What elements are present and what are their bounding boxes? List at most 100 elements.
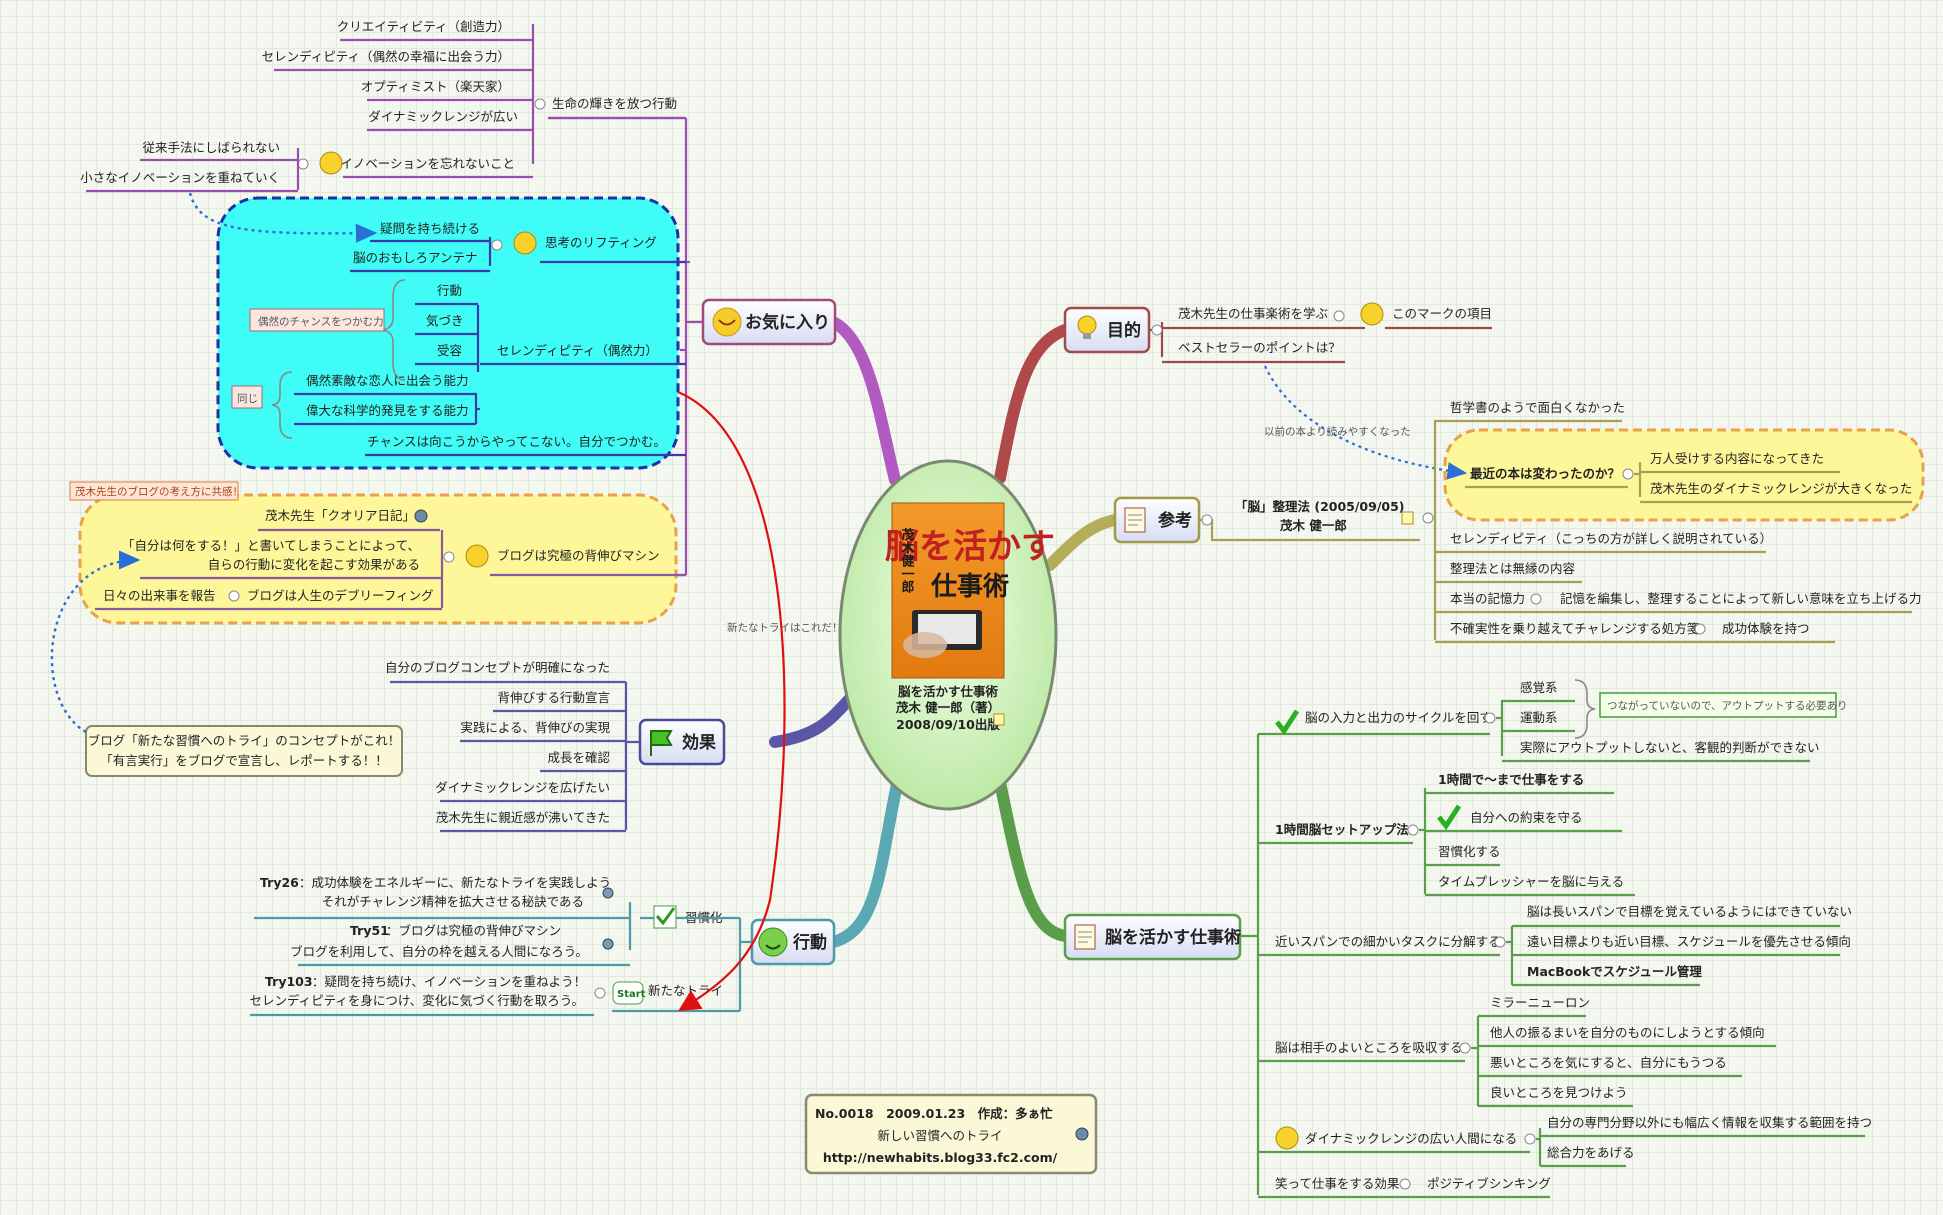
node-mark[interactable]: このマークの項目 [1392, 306, 1492, 321]
branch-okiniiri-label: お気に入り [745, 312, 830, 333]
node-seiri-1[interactable]: 「脳」整理法 (2005/09/05) [1235, 499, 1405, 514]
chikai-item[interactable]: 遠い目標よりも近い目標、スケジュールを優先させる傾向 [1527, 934, 1851, 949]
setup-item[interactable]: 習慣化する [1438, 844, 1501, 859]
dynamic-item[interactable]: 自分の専門分野以外にも幅広く情報を収集する範囲を持つ [1547, 1115, 1872, 1130]
seimei-item[interactable]: クリエイティビティ（創造力） [337, 19, 510, 34]
node-dynamic[interactable]: ダイナミックレンジの広い人間になる [1305, 1131, 1517, 1146]
cycle-item[interactable]: 実際にアウトプットしないと、客観的判断ができない [1520, 740, 1820, 755]
blog-note-1[interactable]: 「自分は何をする！」と書いてしまうことによって、 [122, 538, 420, 553]
kouka-curve [769, 684, 864, 748]
node-hibi[interactable]: 日々の出来事を報告 [103, 588, 216, 603]
onaji-item[interactable]: 偶然素敵な恋人に出会う能力 [306, 373, 469, 388]
kouka-item[interactable]: 茂木先生に親近感が沸いてきた [436, 810, 610, 825]
kouka-item[interactable]: 自分のブログコンセプトが明確になった [385, 660, 610, 675]
seren-item[interactable]: 行動 [437, 283, 462, 298]
setup-item[interactable]: 自分への約束を守る [1470, 810, 1583, 825]
aite-item[interactable]: 良いところを見つけよう [1490, 1085, 1628, 1100]
kouka-item[interactable]: ダイナミックレンジを広げたい [435, 780, 610, 795]
kouka-item[interactable]: 背伸びする行動宣言 [497, 690, 610, 705]
node-seren[interactable]: セレンディピティ（こっちの方が詳しく説明されている） [1450, 531, 1772, 546]
kouka-callout[interactable] [85, 725, 403, 777]
node-positive[interactable]: ポジティブシンキング [1427, 1176, 1551, 1191]
branch-sankou[interactable]: 参考 [1113, 496, 1201, 544]
chikai-item[interactable]: 脳は長いスパンで目標を覚えているようにはできていない [1527, 904, 1852, 919]
seren-item[interactable]: 気づき [426, 313, 464, 328]
kouka-item[interactable]: 実践による、背伸びの実現 [460, 720, 610, 735]
node-qualia[interactable]: 茂木先生「クオリア日記」 [265, 508, 415, 523]
lightbulb-icon [1275, 1126, 1299, 1150]
cycle-item[interactable]: 感覚系 [1520, 680, 1558, 695]
node-setup[interactable]: 1時間脳セットアップ法 [1275, 822, 1409, 837]
node-cycle[interactable]: 脳の入力と出力のサイクルを回す [1305, 710, 1492, 725]
chikai-item[interactable]: MacBookでスケジュール管理 [1527, 964, 1702, 979]
aite-item[interactable]: 他人の振るまいを自分のものにしようとする傾向 [1490, 1025, 1765, 1040]
saikin-item[interactable]: 茂木先生のダイナミックレンジが大きくなった [1650, 481, 1912, 496]
onaji-box[interactable] [231, 385, 263, 409]
node-seimei[interactable]: 生命の輝きを放つ行動 [552, 96, 677, 111]
branch-mokuteki[interactable]: 目的 [1063, 306, 1151, 354]
blog-note-2[interactable]: 自らの行動に変化を起こす効果がある [208, 557, 420, 572]
node-seiri-2[interactable]: 茂木 健一郎 [1280, 518, 1347, 533]
globe-icon[interactable] [1075, 1127, 1089, 1141]
blog-tag[interactable] [69, 481, 239, 501]
aite-item[interactable]: ミラーニューロン [1490, 995, 1590, 1010]
innov-item[interactable]: 小さなイノベーションを重ねていく [80, 170, 280, 185]
saikin-item[interactable]: 万人受けする内容になってきた [1650, 451, 1824, 466]
branch-nou-shigoto[interactable]: 脳を活かす仕事術 [1063, 913, 1242, 961]
seimei-item[interactable]: セレンディピティ（偶然の幸福に出会う力） [262, 49, 510, 64]
globe-icon[interactable] [602, 938, 614, 950]
cycle-item[interactable]: 運動系 [1520, 710, 1558, 725]
shikou-item[interactable]: 脳のおもしろアンテナ [353, 250, 478, 265]
kouka-item[interactable]: 成長を確認 [547, 750, 610, 765]
note-icon[interactable] [1401, 511, 1414, 525]
node-seikou[interactable]: 成功体験を持つ [1722, 621, 1810, 636]
node-kioku-item[interactable]: 記憶を編集し、整理することによって新しい意味を立ち上げる力 [1560, 591, 1922, 606]
seren-label-box[interactable] [249, 308, 385, 332]
try103-text: ：疑問を持ち続け、イノベーションを重ねよう！ [312, 974, 586, 989]
cycle-note-box[interactable] [1599, 692, 1837, 718]
okiniiri-curve [827, 316, 901, 486]
node-chikai[interactable]: 近いスパンでの細かいタスクに分解する [1275, 934, 1501, 949]
node-seiri-muen[interactable]: 整理法とは無縁の内容 [1450, 561, 1575, 576]
globe-icon[interactable] [602, 887, 614, 899]
onaji-item[interactable]: 偉大な科学的発見をする能力 [306, 403, 469, 418]
node-fukakujitsu[interactable]: 不確実性を乗り越えてチャレンジする処方箋 [1450, 621, 1699, 636]
innov-item[interactable]: 従来手法にしばられない [142, 140, 280, 155]
setup-item[interactable]: タイムプレッシャーを脳に与える [1438, 874, 1624, 889]
node-manabu[interactable]: 茂木先生の仕事楽術を学ぶ [1178, 306, 1328, 321]
start-badge[interactable] [612, 981, 644, 1005]
note-icon[interactable] [993, 713, 1005, 726]
node-saikin[interactable]: 最近の本は変わったのか？ [1470, 466, 1620, 481]
branch-kouka[interactable]: 効果 [638, 718, 726, 766]
branch-okiniiri[interactable]: お気に入り [701, 298, 837, 346]
aite-item[interactable]: 悪いところを気にすると、自分にもうつる [1490, 1055, 1727, 1070]
seren-item[interactable]: 受容 [437, 343, 462, 358]
try103-label: Try103 [265, 974, 313, 989]
node-debrief[interactable]: ブログは人生のデブリーフィング [247, 588, 434, 603]
seimei-item[interactable]: イノベーションを忘れないこと [340, 156, 515, 171]
seimei-item[interactable]: オプティミスト（楽天家） [361, 79, 510, 94]
node-bestseller[interactable]: ベストセラーのポイントは？ [1178, 340, 1341, 355]
node-aratana[interactable]: 新たなトライ [648, 983, 723, 998]
center-node[interactable]: 脳を活かす 仕事術 茂木健一郎 脳を活かす仕事術 茂木 健一郎（著） 2008/… [838, 459, 1058, 811]
setup-item[interactable]: 1時間で〜まで仕事をする [1438, 772, 1584, 787]
check-icon [1275, 709, 1300, 736]
node-blog-main[interactable]: ブログは究極の背伸びマシン [497, 548, 660, 563]
try103-line2: セレンディピティを身につけ、変化に気づく行動を取ろう。 [249, 993, 584, 1008]
shikou-item[interactable]: 疑問を持ち続ける [380, 221, 480, 236]
node-serendipity[interactable]: セレンディピティ（偶然力） [497, 343, 658, 358]
seimei-item[interactable]: ダイナミックレンジが広い [368, 109, 518, 124]
node-tetsugaku[interactable]: 哲学書のようで面白くなかった [1450, 400, 1625, 415]
book-title-sub: 仕事術 [930, 572, 1009, 602]
seren-label: 偶然のチャンスをつかむ力 [258, 315, 384, 328]
dotted-arrow [50, 550, 141, 734]
node-aite[interactable]: 脳は相手のよいところを吸収する [1275, 1040, 1463, 1055]
node-warai[interactable]: 笑って仕事をする効果 [1275, 1176, 1400, 1191]
branch-koudou[interactable]: 行動 [750, 918, 836, 966]
dynamic-item[interactable]: 総合力をあげる [1547, 1145, 1635, 1160]
footer-box[interactable]: No.0018 2009.01.23 作成：多ぁ忙 新しい習慣へのトライ htt… [804, 1093, 1098, 1175]
node-chance[interactable]: チャンスは向こうからやってこない。自分でつかむ。 [367, 434, 666, 449]
node-shikou[interactable]: 思考のリフティング [545, 235, 657, 250]
globe-icon[interactable] [414, 509, 428, 523]
node-kioku[interactable]: 本当の記憶力 [1450, 591, 1525, 606]
